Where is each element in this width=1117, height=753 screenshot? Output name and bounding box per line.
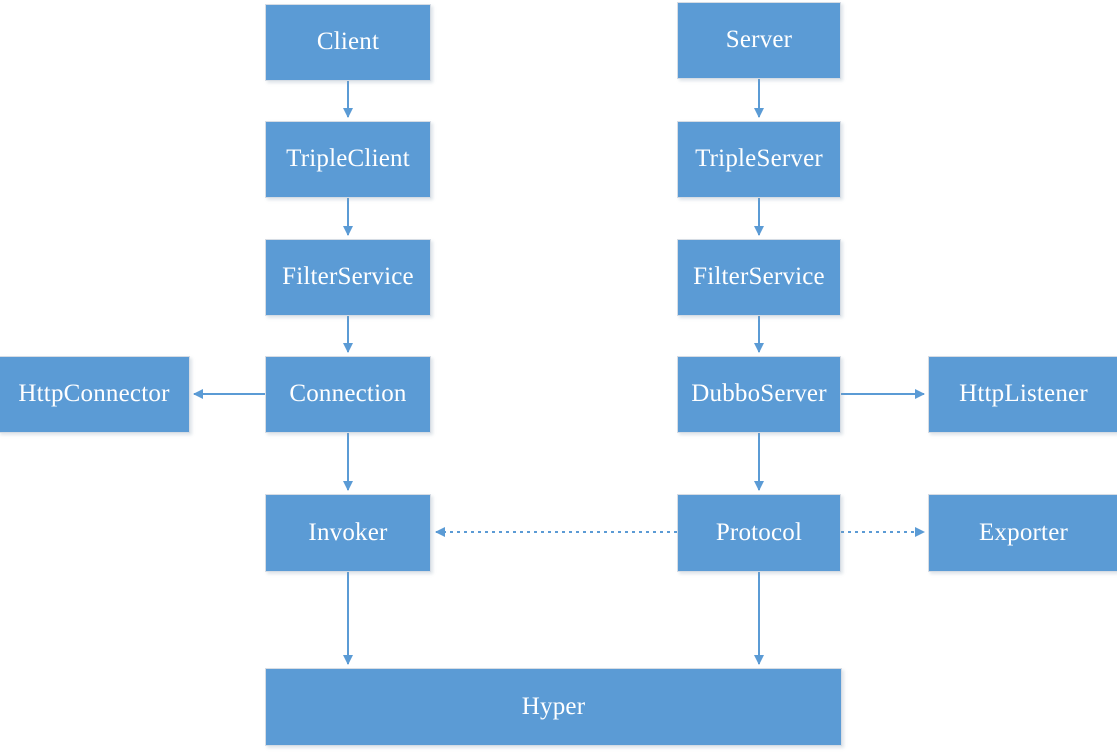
node-filterservice-client[interactable]: FilterService bbox=[265, 239, 431, 316]
node-label-connection: Connection bbox=[289, 380, 407, 407]
node-exporter[interactable]: Exporter bbox=[928, 494, 1117, 572]
node-client[interactable]: Client bbox=[265, 4, 431, 81]
node-label-server: Server bbox=[725, 26, 793, 53]
node-httplistener[interactable]: HttpListener bbox=[928, 356, 1117, 433]
node-label-httpconnector: HttpConnector bbox=[18, 380, 170, 407]
node-label-filterservice-client: FilterService bbox=[282, 263, 414, 290]
node-hyper[interactable]: Hyper bbox=[265, 668, 842, 746]
node-server[interactable]: Server bbox=[677, 2, 841, 79]
node-label-hyper: Hyper bbox=[521, 692, 586, 720]
node-connection[interactable]: Connection bbox=[265, 356, 431, 433]
node-tripleserver[interactable]: TripleServer bbox=[677, 121, 841, 198]
node-label-httplistener: HttpListener bbox=[959, 380, 1088, 407]
node-label-tripleserver: TripleServer bbox=[695, 145, 823, 172]
node-tripleclient[interactable]: TripleClient bbox=[265, 121, 431, 198]
node-label-dubboserver: DubboServer bbox=[691, 380, 827, 407]
node-label-invoker: Invoker bbox=[308, 518, 388, 546]
node-label-protocol: Protocol bbox=[715, 518, 803, 546]
node-filterservice-server[interactable]: FilterService bbox=[677, 239, 841, 316]
node-label-exporter: Exporter bbox=[978, 518, 1069, 546]
node-protocol[interactable]: Protocol bbox=[677, 494, 841, 572]
node-httpconnector[interactable]: HttpConnector bbox=[0, 356, 190, 433]
node-label-filterservice-server: FilterService bbox=[693, 263, 825, 290]
node-dubboserver[interactable]: DubboServer bbox=[677, 356, 841, 433]
node-label-tripleclient: TripleClient bbox=[286, 145, 410, 172]
node-invoker[interactable]: Invoker bbox=[265, 494, 431, 572]
node-label-client: Client bbox=[316, 28, 380, 55]
